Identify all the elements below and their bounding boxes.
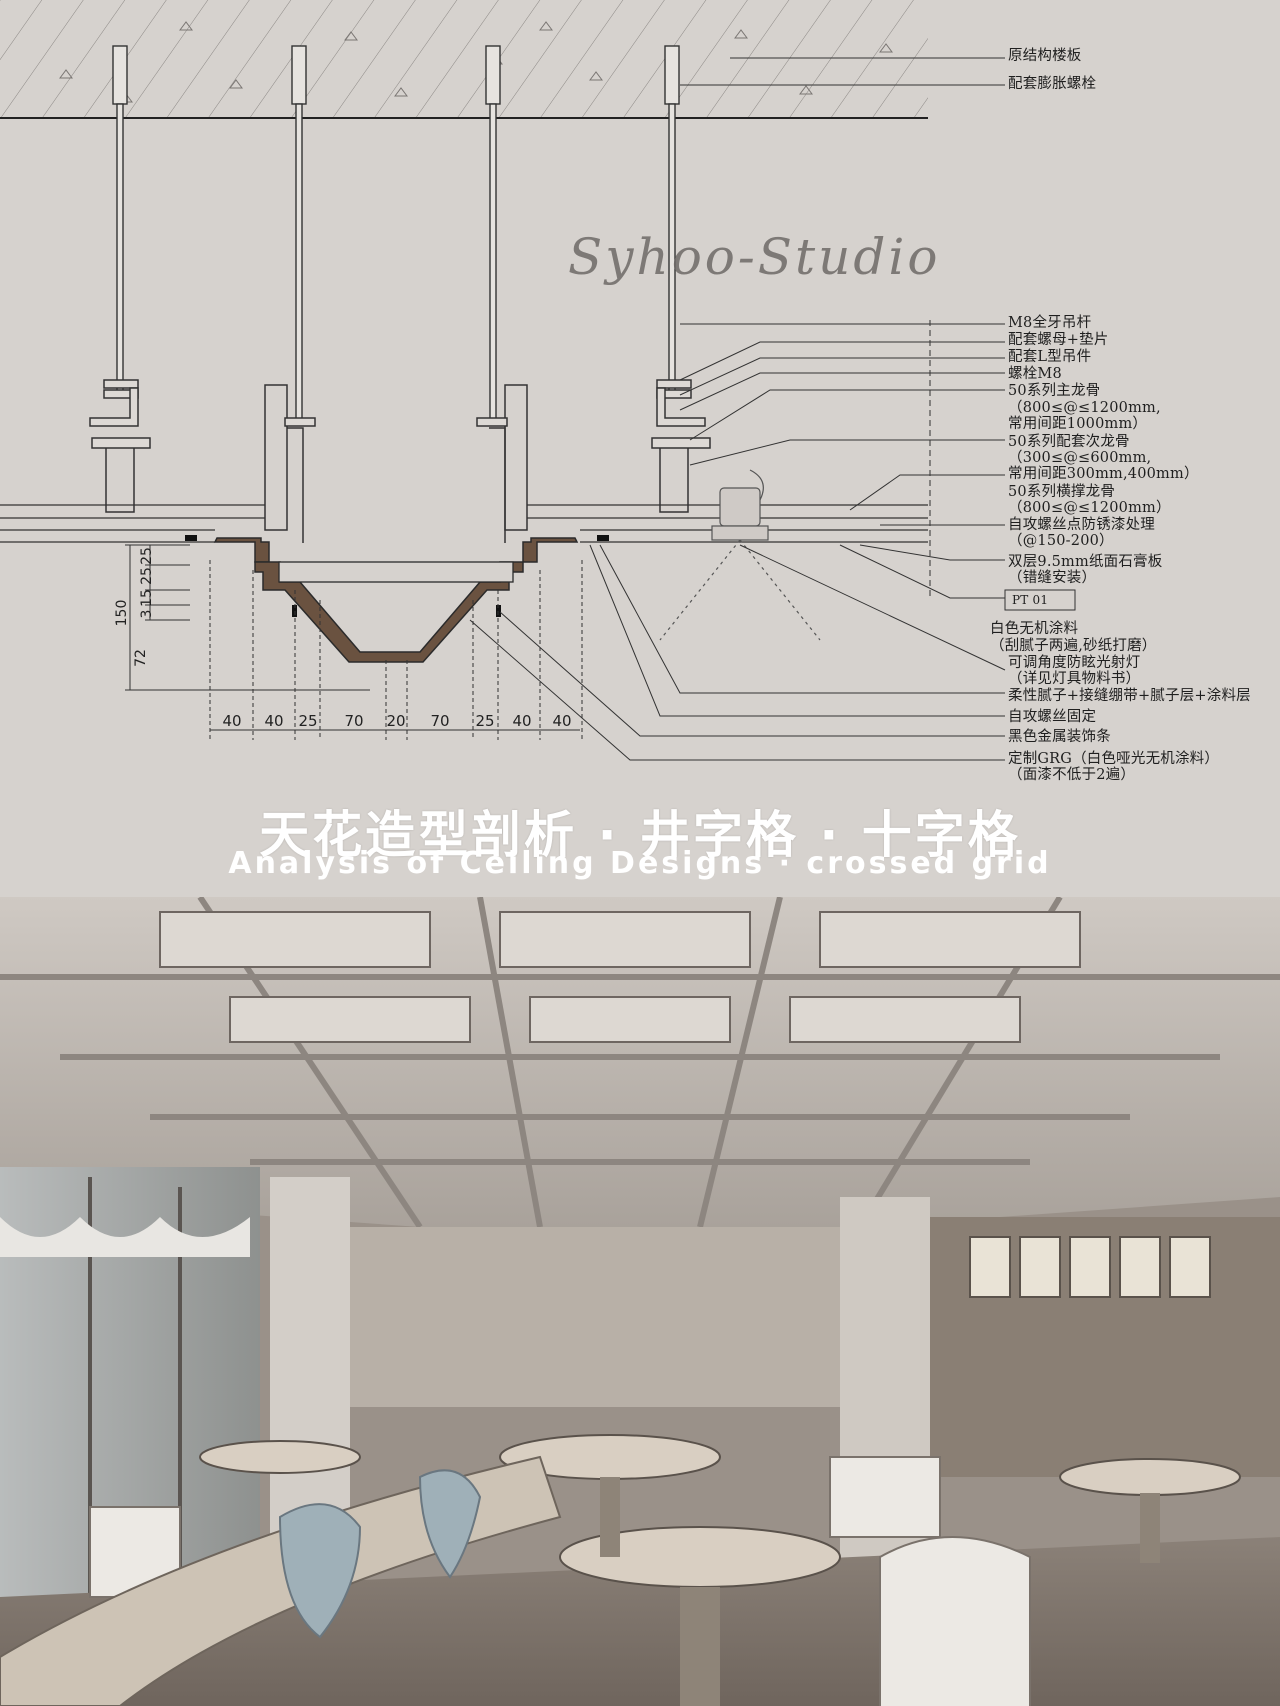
dim-h-9: 40	[552, 712, 572, 730]
dim-h-7: 25	[475, 712, 495, 730]
left-hanger-assembly	[89, 379, 151, 513]
label-l-hanger: 配套L型吊件	[1008, 349, 1092, 365]
label-screw-rustproof: 自攻螺丝点防锈漆处理	[1008, 517, 1155, 533]
label-joint-treatment: 柔性腻子+接缝绷带+腻子层+涂料层	[1008, 688, 1251, 704]
label-hanger-rod: M8全牙吊杆	[1008, 315, 1092, 331]
watermark-signature: Syhoo-Studio	[568, 228, 941, 286]
label-main-keel-spacing: （800≤@≤1200mm,	[1008, 400, 1161, 416]
label-finish-coats: （面漆不低于2遍）	[1008, 767, 1136, 783]
ceiling-inner-recess	[278, 561, 514, 583]
dim-h-4: 70	[344, 712, 364, 730]
kitchen-lightboxes	[969, 1236, 1211, 1298]
gypsum-boards	[0, 504, 928, 543]
dimension-lines	[125, 544, 583, 740]
label-staggered-install: （错缝安装）	[1008, 570, 1097, 586]
curtains	[0, 1217, 250, 1257]
banquette-sofa	[0, 1455, 562, 1706]
label-structural-slab: 原结构楼板	[1008, 48, 1082, 64]
label-screw-fix: 自攻螺丝固定	[1008, 709, 1097, 725]
back-wall	[350, 1227, 840, 1407]
label-expansion-bolt: 配套膨胀螺栓	[1008, 76, 1097, 92]
title-english: Analysis of Ceiling Designs · crossed gr…	[228, 846, 1052, 881]
label-metal-trim: 黑色金属装饰条	[1008, 729, 1111, 745]
ceiling-coffers	[159, 911, 1081, 1043]
dim-h-6: 70	[430, 712, 450, 730]
label-custom-grg: 定制GRG（白色哑光无机涂料）	[1008, 751, 1220, 767]
grg-trough	[254, 561, 524, 663]
label-main-keel: 50系列主龙骨	[1008, 383, 1101, 399]
label-cross-keel-spacing: （800≤@≤1200mm）	[1008, 500, 1171, 516]
dim-h-1: 40	[222, 712, 242, 730]
dim-v-bottom: 72	[133, 649, 149, 667]
restaurant-interior-photo	[0, 897, 1280, 1706]
structural-slab	[0, 0, 928, 118]
label-bolt-m8: 螺栓M8	[1008, 366, 1062, 382]
label-main-keel-common: 常用间距1000mm）	[1008, 416, 1148, 432]
label-nut-washer: 配套螺母+垫片	[1008, 332, 1109, 348]
label-white-paint: 白色无机涂料	[990, 621, 1079, 637]
label-secondary-keel-spacing: （300≤@≤600mm,	[1008, 450, 1152, 466]
dim-h-3: 25	[298, 712, 318, 730]
label-fixture-spec: （详见灯具物料书）	[1008, 671, 1141, 687]
grg-profile	[213, 537, 579, 563]
pt-tag-box	[1004, 589, 1076, 611]
label-secondary-keel: 50系列配套次龙骨	[1008, 434, 1130, 450]
center-hangers	[264, 384, 528, 543]
label-putty-sanding: （刮腻子两遍,砂纸打磨）	[990, 638, 1157, 654]
dim-v-4: 3	[139, 609, 155, 619]
cushions	[278, 1469, 482, 1639]
ceiling-section-drawing	[0, 0, 1076, 761]
title-chinese: 天花造型剖析 · 井字格 · 十字格	[259, 806, 1021, 864]
hanger-rods	[112, 45, 680, 425]
dim-h-8: 40	[512, 712, 532, 730]
spotlight	[659, 469, 821, 641]
armchairs	[89, 1456, 1031, 1706]
label-gypsum-board: 双层9.5mm纸面石膏板	[1008, 554, 1163, 570]
dim-h-5: 20	[386, 712, 406, 730]
label-pt-tag: PT 01	[1012, 593, 1049, 607]
leader-lines	[469, 57, 1006, 761]
label-spotlight: 可调角度防眩光射灯	[1008, 655, 1141, 671]
slab-aggregate-marks	[59, 21, 893, 103]
section-detail-drawing: Syhoo-Studio 原结构楼板 配套膨胀螺栓 M8全牙吊杆 配套螺母+垫片…	[0, 0, 1251, 881]
label-screw-spacing: （@150-200）	[1008, 533, 1114, 549]
label-cross-keel: 50系列横撑龙骨	[1008, 484, 1116, 500]
table-bases	[600, 1477, 1160, 1706]
dining-tables	[199, 1434, 1241, 1588]
label-secondary-keel-common: 常用间距300mm,400mm）	[1008, 466, 1199, 482]
right-hanger-assembly	[651, 379, 711, 513]
dim-h-2: 40	[264, 712, 284, 730]
dim-v-total: 150	[114, 599, 130, 627]
